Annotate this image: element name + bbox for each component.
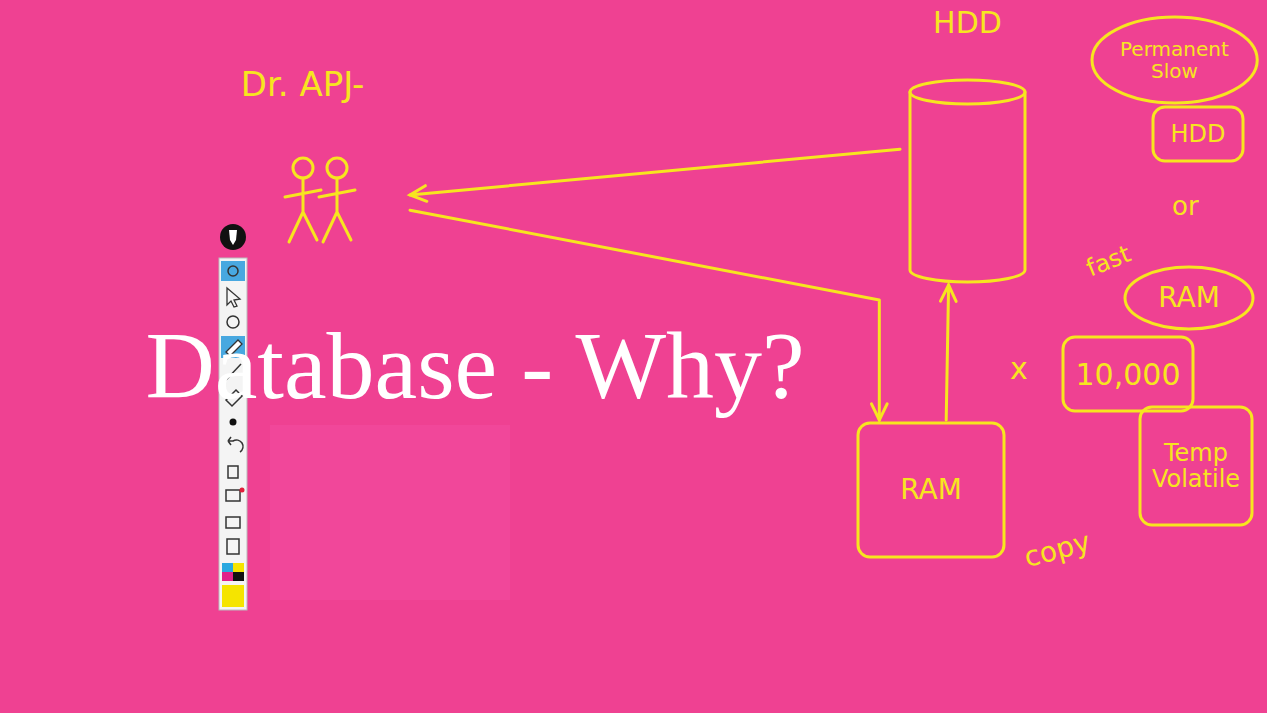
cursor-icon	[227, 288, 240, 307]
undo-icon	[228, 437, 243, 452]
screen-icon	[226, 490, 240, 501]
swatch-magenta	[222, 572, 233, 581]
node-label: Temp Volatile	[1147, 440, 1245, 493]
box-outline	[1153, 107, 1243, 161]
slide-title: Database - Why?	[145, 318, 804, 414]
pen-button	[220, 224, 246, 250]
note-box: 10,000	[1060, 334, 1196, 414]
note-text: copy	[1021, 527, 1094, 574]
note-text: or	[1172, 192, 1199, 221]
oval-outline	[1125, 267, 1253, 329]
box-outline	[858, 423, 1004, 557]
people-figure: Dr. APJ-	[195, 62, 410, 252]
stick-body	[319, 178, 355, 242]
clipboard-icon	[227, 539, 239, 554]
toolbar-body	[219, 258, 247, 610]
note-text: fast	[1083, 241, 1135, 282]
note-oval: RAM	[1122, 264, 1256, 332]
camera-icon	[226, 517, 240, 528]
record-dot	[240, 488, 245, 493]
multiply-sign: x	[1010, 352, 1028, 385]
stick-head	[327, 158, 347, 178]
node-label: HDD	[1170, 121, 1225, 147]
node-label: Permanent Slow	[1118, 38, 1231, 82]
ram-box: RAM	[855, 420, 1007, 560]
shape-outline	[900, 2, 1035, 285]
dot-icon	[230, 419, 237, 426]
swatch-yellow	[233, 563, 244, 572]
node-label: HDD	[933, 6, 1002, 39]
connector-line	[946, 285, 948, 420]
pen-icon	[229, 230, 237, 245]
cylinder-body	[910, 92, 1025, 282]
toolbar-selected	[221, 261, 245, 281]
faint-panel	[270, 425, 510, 600]
hdd-cylinder: HDD	[900, 2, 1035, 285]
node-label: RAM	[900, 475, 962, 506]
stick-body	[285, 178, 321, 242]
eye-icon	[228, 266, 238, 276]
arrow-head	[410, 186, 427, 202]
node-label: 10,000	[1076, 358, 1181, 391]
connector-line	[410, 149, 900, 195]
swatch-black	[233, 572, 244, 581]
current-color	[222, 585, 244, 607]
note-box: Temp Volatile	[1137, 404, 1255, 528]
note-box: HDD	[1150, 104, 1246, 164]
arrow-head	[871, 404, 887, 420]
arrow-head	[940, 285, 956, 301]
node-label: RAM	[1158, 283, 1220, 314]
box-outline	[1063, 337, 1193, 411]
stick-head	[293, 158, 313, 178]
swatch-cyan	[222, 563, 233, 572]
cylinder-top	[910, 80, 1025, 104]
note-oval: Permanent Slow	[1089, 14, 1260, 106]
connector	[410, 149, 900, 201]
box-outline	[1140, 407, 1252, 525]
node-label: Dr. APJ-	[241, 66, 365, 103]
oval-outline	[1092, 17, 1257, 103]
connector	[940, 285, 956, 420]
trash-icon	[228, 466, 238, 478]
